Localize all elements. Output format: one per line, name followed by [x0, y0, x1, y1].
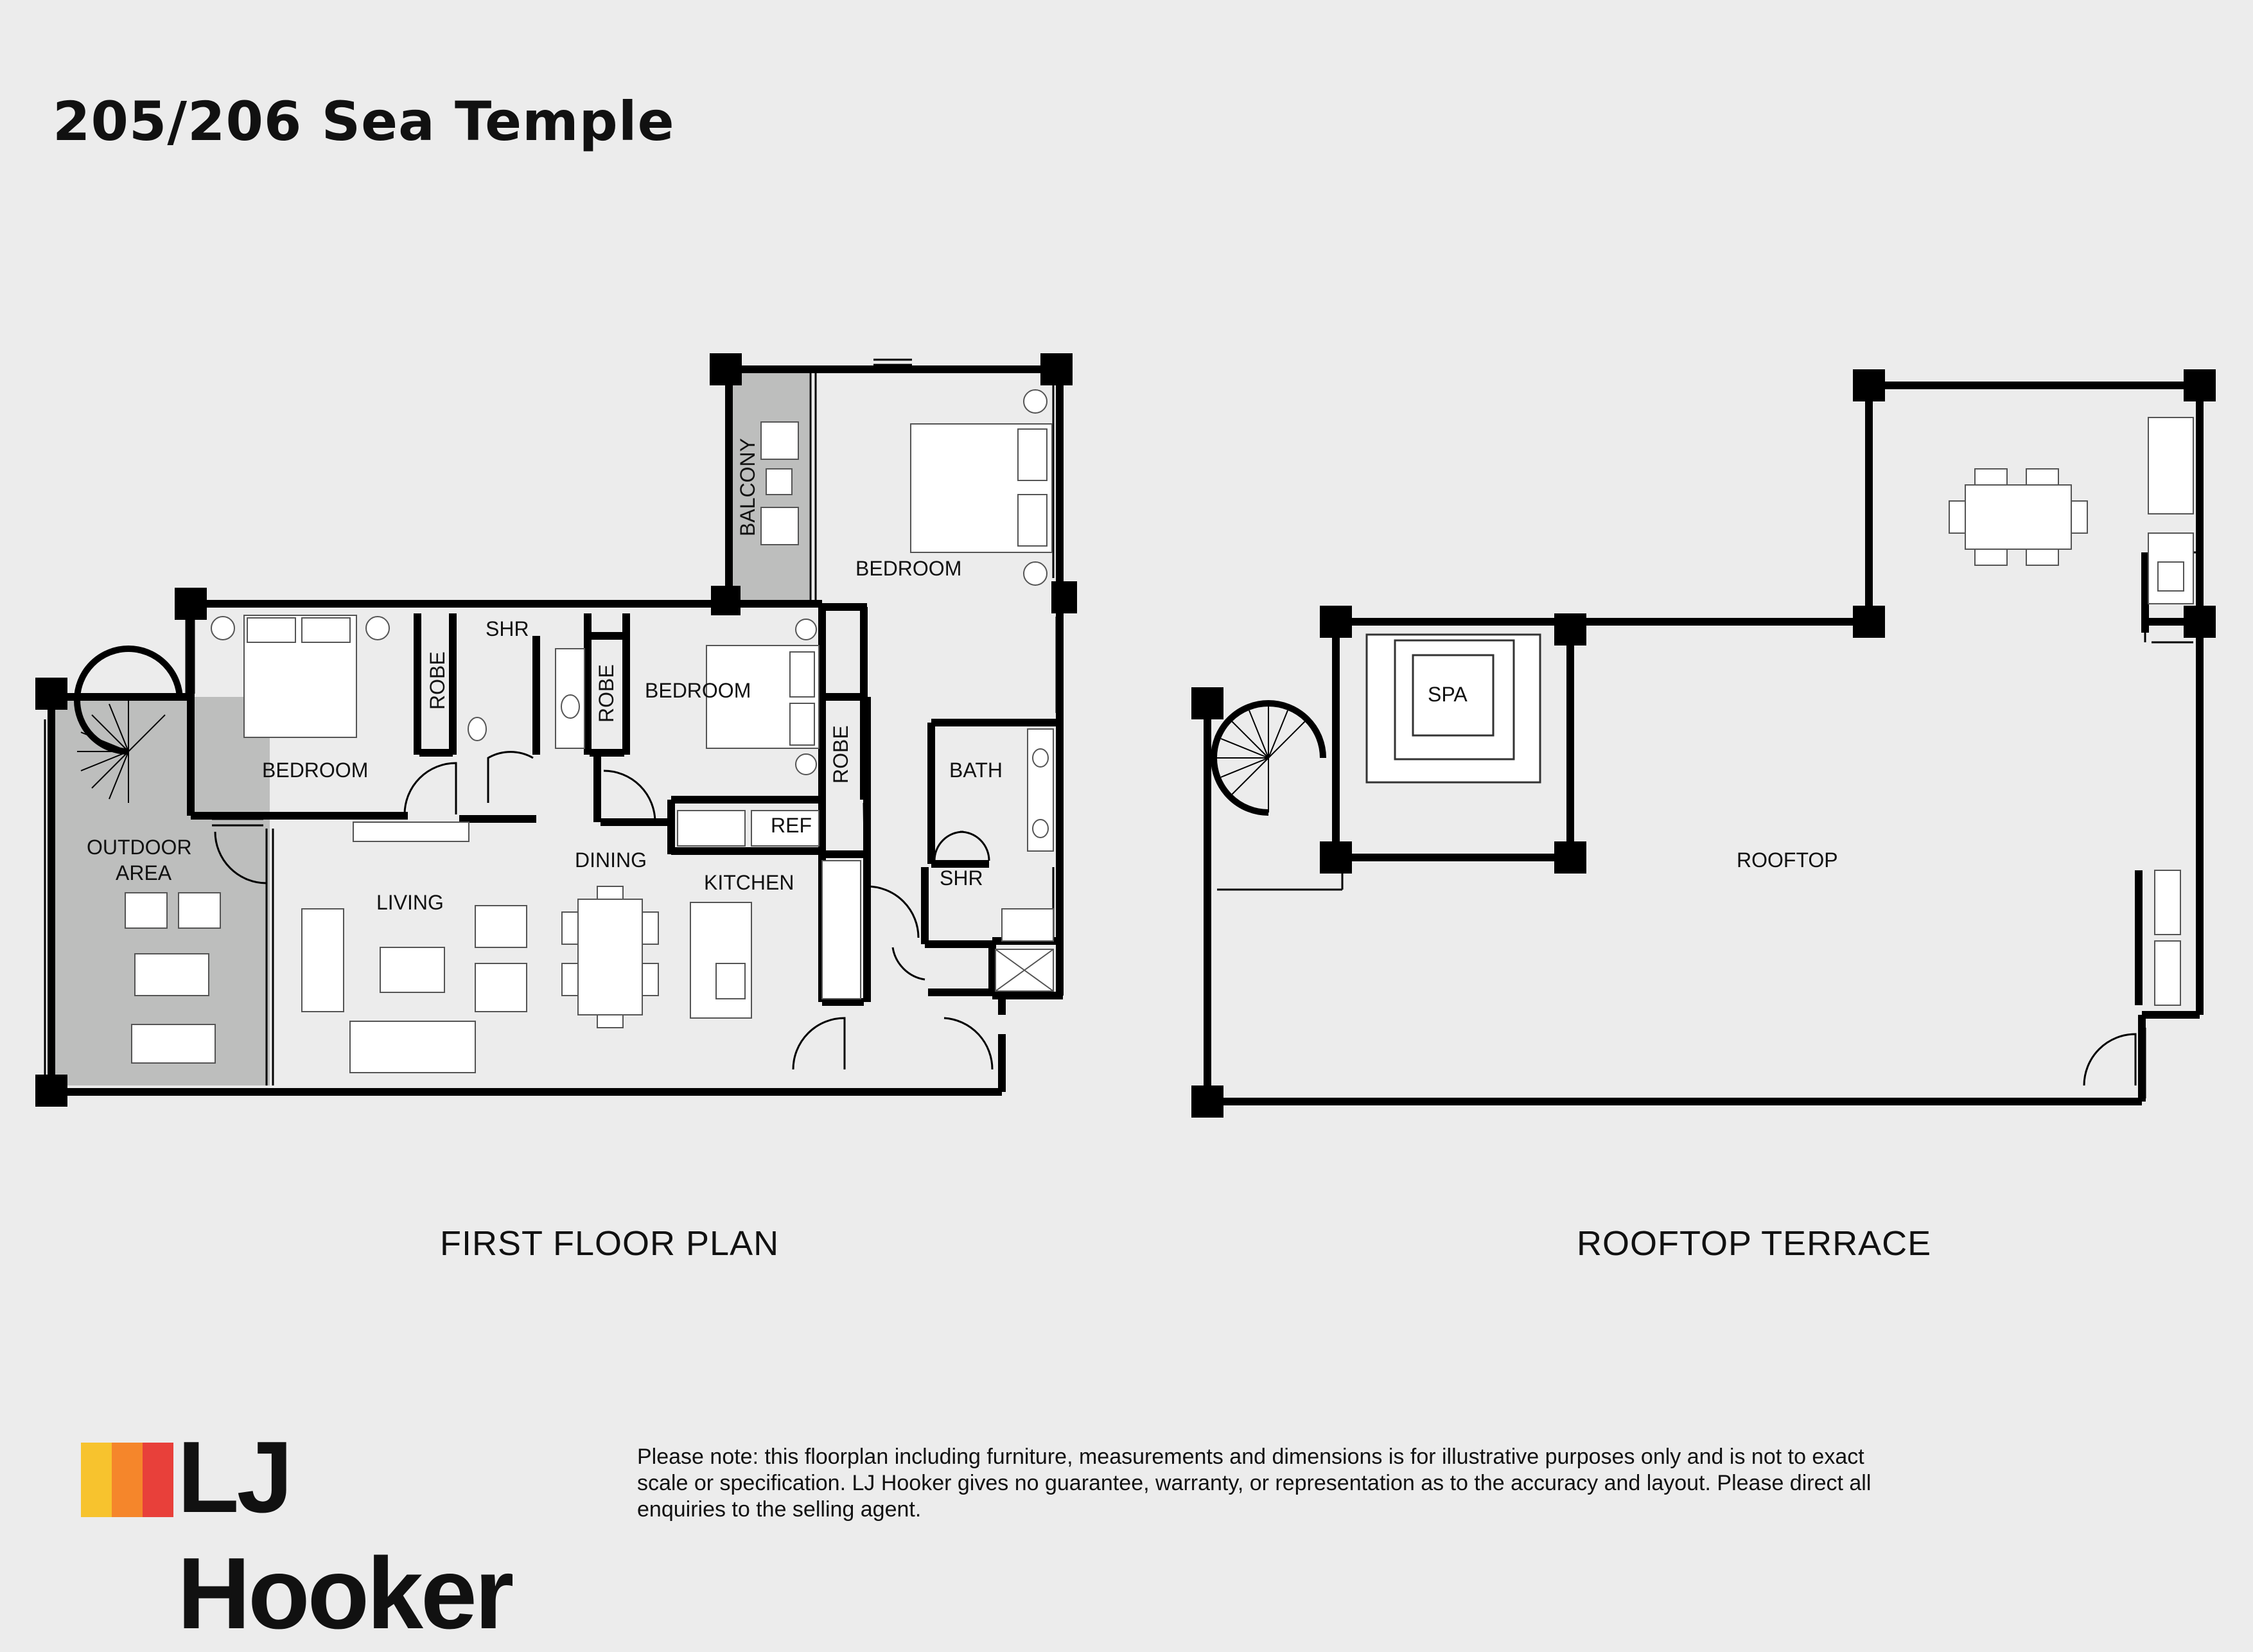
label-rooftop: ROOFTOP: [1737, 848, 1838, 872]
doors: [214, 751, 994, 1070]
rooftop-terrace-plan: SPA ROOFTOP: [1191, 369, 2216, 1118]
label-bedroom-left: BEDROOM: [262, 759, 368, 782]
logo-wordmark: LJ Hooker: [177, 1421, 514, 1650]
caption-first-floor: FIRST FLOOR PLAN: [440, 1224, 780, 1263]
columns: [35, 353, 1077, 1107]
caption-rooftop-terrace: ROOFTOP TERRACE: [1577, 1224, 1932, 1263]
label-outdoor-1: OUTDOOR: [87, 836, 192, 859]
rooftop-furniture: [1949, 417, 2194, 1086]
outdoor-area-floor: [51, 697, 270, 1085]
label-shr-right: SHR: [940, 866, 983, 890]
disclaimer-text: Please note: this floorplan including fu…: [637, 1445, 1872, 1522]
label-robe-1: ROBE: [426, 651, 449, 710]
rooftop-labels: SPA ROOFTOP: [1428, 683, 1838, 872]
spiral-staircase-roof: [1211, 700, 1326, 816]
label-balcony: BALCONY: [736, 438, 759, 536]
logo-bar-orange: [112, 1443, 143, 1517]
label-kitchen: KITCHEN: [704, 871, 794, 894]
logo-bar-yellow: [81, 1443, 112, 1517]
label-living: LIVING: [376, 891, 444, 914]
logo-bar-red: [143, 1443, 173, 1517]
page-title: 205/206 Sea Temple: [53, 90, 675, 153]
rooftop-thin-lines: [1217, 551, 2196, 1098]
label-outdoor-2: AREA: [116, 861, 172, 884]
rooftop-columns: [1191, 369, 2216, 1118]
label-robe-3: ROBE: [829, 725, 852, 784]
furniture: [125, 389, 1054, 1073]
label-bath: BATH: [949, 759, 1003, 782]
spa: [1365, 633, 1541, 784]
label-bedroom-master: BEDROOM: [855, 557, 961, 580]
windows: [44, 358, 1058, 1085]
brand-logo: LJ Hooker: [81, 1419, 595, 1650]
label-bedroom-mid: BEDROOM: [645, 679, 751, 702]
rooftop-walls: [1204, 382, 2204, 1105]
floor-plan-drawing: BALCONY BEDROOM BEDROOM BEDROOM ROBE ROB…: [35, 353, 2216, 1118]
label-shr-top: SHR: [486, 617, 529, 640]
label-dining: DINING: [575, 848, 647, 872]
label-spa: SPA: [1428, 683, 1468, 706]
label-robe-2: ROBE: [595, 664, 618, 723]
label-ref: REF: [771, 814, 812, 837]
first-floor-labels: BALCONY BEDROOM BEDROOM BEDROOM ROBE ROB…: [87, 438, 1003, 914]
spiral-staircase-first: [74, 646, 183, 803]
first-floor-plan: BALCONY BEDROOM BEDROOM BEDROOM ROBE ROB…: [35, 353, 1077, 1107]
